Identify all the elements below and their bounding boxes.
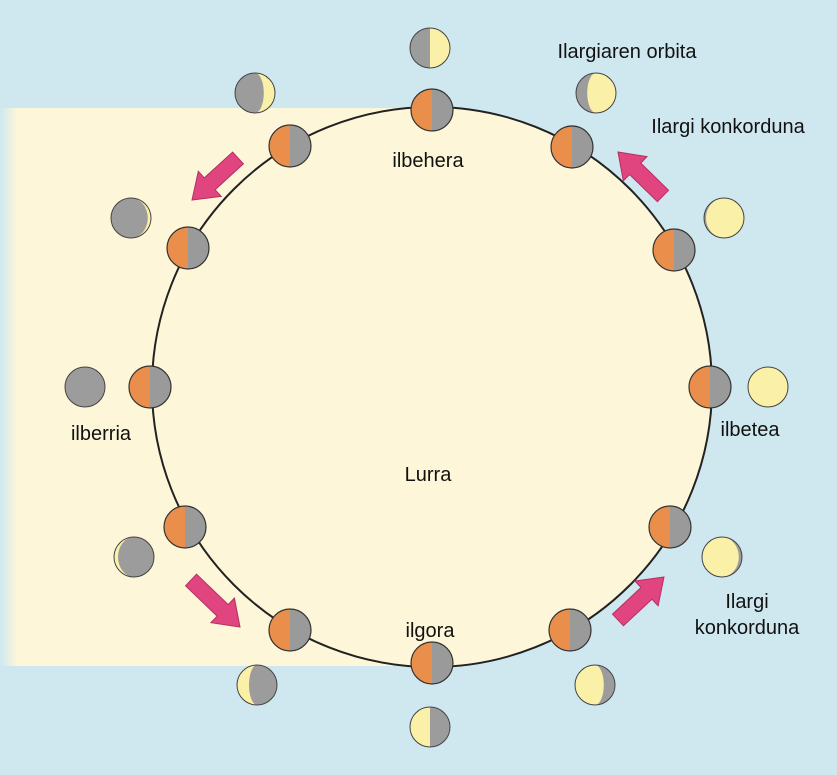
waxing-label: ilgora: [406, 620, 456, 642]
moon-phase-icon: [236, 664, 278, 706]
waxing-crescent-label-top: Ilargi konkorduna: [651, 116, 805, 138]
orbit-direction-arrow-icon: [184, 573, 241, 628]
moon-phase-icon: [575, 72, 617, 114]
moon-phase-icon: [110, 197, 152, 239]
orbit-label: Ilargiaren orbita: [558, 41, 698, 63]
orbit-moon-icon: [548, 608, 592, 652]
waning-label: ilbehera: [392, 150, 464, 172]
moon-phase-icon: [747, 366, 789, 408]
orbit-moon-icon: [550, 125, 594, 169]
moon-phase-icon: [574, 664, 616, 706]
orbit-direction-arrow-icon: [611, 576, 665, 627]
waxing-crescent-label-bottom-line2: konkorduna: [695, 617, 800, 639]
moon-phase-icon: [409, 27, 451, 69]
moon-orbit-circle: [151, 106, 713, 668]
orbit-moons: [128, 88, 732, 685]
orbit-moon-icon: [648, 505, 692, 549]
orbit-direction-arrow-icon: [191, 151, 245, 201]
phase-moons: [64, 27, 789, 748]
full-moon-label: ilbetea: [721, 419, 781, 441]
moon-phase-icon: [701, 536, 743, 578]
moon-phase-icon: [703, 197, 745, 239]
orbit-moon-icon: [166, 226, 210, 270]
waxing-crescent-label-bottom-line1: Ilargi: [725, 591, 768, 613]
earth-label: Lurra: [405, 464, 453, 486]
orbit-direction-arrow-icon: [617, 151, 670, 203]
moon-phase-icon: [234, 72, 276, 114]
new-moon-label: ilberria: [71, 423, 132, 445]
orbit-moon-icon: [268, 608, 312, 652]
orbit-moon-icon: [163, 505, 207, 549]
orbit-moon-icon: [688, 365, 732, 409]
direction-arrows: [184, 151, 670, 628]
orbit-moon-icon: [268, 124, 312, 168]
moon-phase-icon: [64, 366, 106, 408]
orbit-moon-icon: [128, 365, 172, 409]
moon-phase-icon: [409, 706, 451, 748]
orbit-moon-icon: [410, 641, 454, 685]
orbit-moon-icon: [410, 88, 454, 132]
orbit-moon-icon: [652, 228, 696, 272]
moon-phase-icon: [113, 536, 155, 578]
